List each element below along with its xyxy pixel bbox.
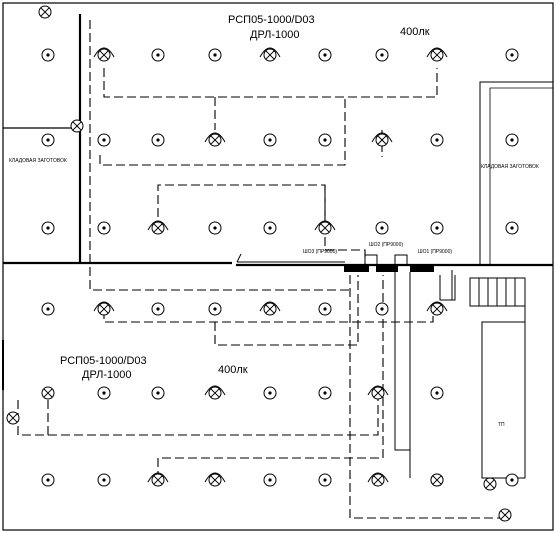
fixture-dot-icon (151, 48, 165, 62)
fixture-cross-icon (147, 220, 169, 235)
fixture-dot-icon (375, 221, 389, 235)
fixture-dot-icon (151, 386, 165, 400)
fixture-dot-icon (151, 302, 165, 316)
fixture-cross-icon (259, 47, 281, 62)
fixture-cross-icon (367, 385, 389, 400)
tp-label: ТП (498, 422, 505, 428)
fixture-dot-icon (430, 133, 444, 147)
busbar-trunk (469, 277, 526, 307)
annotations: РСП05-1000/D03 ДРЛ-1000 400лк РСП05-1000… (9, 14, 539, 428)
fixture-dot-icon (208, 48, 222, 62)
fixture-dot-icon (263, 133, 277, 147)
fixture-cross-icon (426, 301, 448, 316)
fixture-dot-icon (263, 386, 277, 400)
upper-fixture-label: РСП05-1000/D03 (228, 14, 315, 26)
fixture-dot-icon (505, 48, 519, 62)
fixture-dot-icon (41, 221, 55, 235)
panel-sho1 (410, 264, 434, 272)
upper-lamp-label: ДРЛ-1000 (250, 29, 300, 41)
fixture-cross-icon (93, 47, 115, 62)
fixture-dot-icon (375, 302, 389, 316)
fixture-cross-icon (426, 47, 448, 62)
fixture-dot-icon (208, 302, 222, 316)
fixture-dot-icon (375, 48, 389, 62)
fixture-dot-icon (97, 473, 111, 487)
fixture-dot-icon (505, 133, 519, 147)
fixture-dot-icon (41, 473, 55, 487)
fixture-cross-icon (93, 301, 115, 316)
fixture-dot-icon (263, 473, 277, 487)
fixture-dot-icon (41, 302, 55, 316)
panel-2-label: ШО2 (ПР9000) (369, 242, 403, 248)
fixture-cross-icon (371, 132, 393, 147)
fixture-dot-icon (505, 221, 519, 235)
panel-sho2 (376, 264, 398, 272)
fixture-dot-icon (430, 221, 444, 235)
emergency-cross-icon (483, 477, 497, 491)
fixture-dot-icon (41, 133, 55, 147)
storage-right-label: КЛАДОВАЯ ЗАГОТОВОК (481, 164, 539, 170)
fixture-dot-icon (97, 133, 111, 147)
fixture-dot-icon (318, 302, 332, 316)
panel-3-label: ШО3 (ПР9000) (303, 249, 337, 255)
emergency-cross-icon (70, 119, 84, 133)
fixture-cross-icon (41, 386, 55, 400)
dashed-wiring (17, 20, 505, 519)
fixture-cross-icon (204, 385, 226, 400)
fixture-cross-icon (204, 132, 226, 147)
fixture-cross-icon (259, 301, 281, 316)
solid-wiring (236, 253, 526, 479)
fixture-dot-icon (318, 386, 332, 400)
fixture-dot-icon (318, 48, 332, 62)
fixture-dot-icon (151, 133, 165, 147)
fixture-dot-icon (430, 386, 444, 400)
emergency-cross-icon (498, 508, 512, 522)
fixture-dot-icon (318, 473, 332, 487)
emergency-cross-icon (430, 473, 444, 487)
fixtures (6, 5, 519, 522)
fixture-cross-icon (314, 220, 336, 235)
lower-lux-label: 400лк (218, 364, 248, 376)
panel-1-label: ШО1 (ПР9000) (418, 249, 452, 255)
fixture-dot-icon (97, 386, 111, 400)
fixture-cross-icon (204, 472, 226, 487)
distribution-panels (344, 254, 434, 272)
panel-sho3 (344, 264, 369, 272)
fixture-dot-icon (318, 133, 332, 147)
upper-lux-label: 400лк (400, 26, 430, 38)
storage-right-wall-inner (489, 87, 553, 265)
fixture-dot-icon (41, 48, 55, 62)
emergency-cross-icon (6, 411, 20, 425)
storage-right-wall (479, 81, 553, 265)
storage-left-label: КЛАДОВАЯ ЗАГОТОВОК (9, 158, 67, 164)
fixture-dot-icon (505, 473, 519, 487)
fixture-dot-icon (263, 221, 277, 235)
fixture-dot-icon (208, 221, 222, 235)
lower-fixture-label: РСП05-1000/D03 (60, 355, 147, 367)
emergency-cross-icon (38, 5, 52, 19)
fixture-cross-icon (367, 472, 389, 487)
fixture-cross-icon (147, 472, 169, 487)
lower-lamp-label: ДРЛ-1000 (82, 369, 132, 381)
fixture-dot-icon (97, 221, 111, 235)
